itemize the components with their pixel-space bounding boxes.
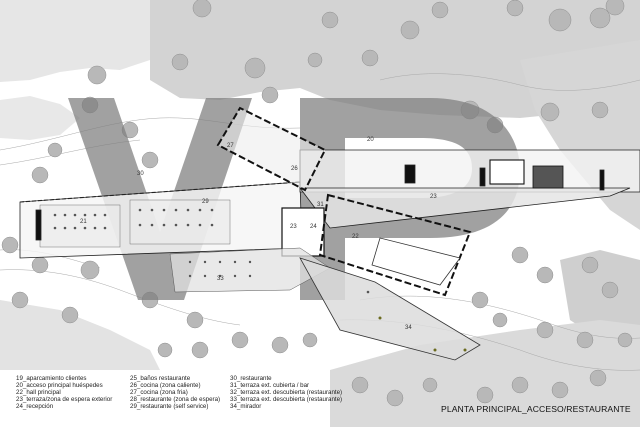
legend-item: 30_restaurante	[230, 375, 272, 382]
room-label-31: 31	[317, 202, 324, 208]
room-label-27: 27	[227, 143, 234, 149]
legend-item: 33_terraza ext. descubierta (restaurante…	[230, 395, 343, 403]
legend-item: 27_cocina (zona fria)	[130, 388, 188, 396]
legend-column-1: 19_aparcamiento clientes 20_acceso princ…	[16, 375, 113, 411]
room-label-34: 34	[405, 325, 412, 331]
legend-item: 20_acceso principal huéspedes	[16, 381, 103, 389]
legend-item: 23_terraza/zona de espera exterior	[16, 395, 113, 403]
room-label-22: 22	[352, 234, 359, 240]
legend-item: 19_aparcamiento clientes	[16, 375, 87, 382]
room-label-26: 26	[291, 166, 298, 172]
room-label-30: 30	[137, 171, 144, 177]
legend-column-2: 25_baños restaurante 26_cocina (zona cal…	[130, 375, 221, 411]
legend-item: 26_cocina (zona caliente)	[130, 381, 201, 389]
legend-item: 31_terraza ext. cubierta / bar	[230, 381, 310, 389]
legend-column-3: 30_restaurante 31_terraza ext. cubierta …	[230, 375, 343, 411]
legend-item: 34_mirador	[230, 402, 262, 410]
room-labels: 20 21 22 23 24 26 27 29 30 31 33 34 23	[80, 137, 437, 331]
building-footprint	[19, 106, 640, 361]
room-label-24: 24	[310, 224, 317, 230]
room-label-23-central: 23	[290, 224, 297, 230]
room-label-23: 23	[430, 194, 437, 200]
legend-item: 29_restaurante (self service)	[130, 402, 209, 410]
legend-item: 22_hall principal	[16, 388, 61, 396]
room-label-21: 21	[80, 219, 87, 225]
room-label-33: 33	[217, 276, 224, 282]
legend-item: 25_baños restaurante	[130, 375, 191, 382]
plan-title: PLANTA PRINCIPAL_ACCESO/RESTAURANTE	[441, 404, 631, 414]
legend-item: 32_terraza ext. descubierta (restaurante…	[230, 388, 343, 396]
room-label-20: 20	[367, 137, 374, 143]
legend-item: 28_restaurante (zona de espera)	[130, 395, 221, 403]
furniture-pattern	[53, 208, 467, 352]
legend-item: 24_recepción	[16, 402, 54, 410]
room-label-29: 29	[202, 199, 209, 205]
